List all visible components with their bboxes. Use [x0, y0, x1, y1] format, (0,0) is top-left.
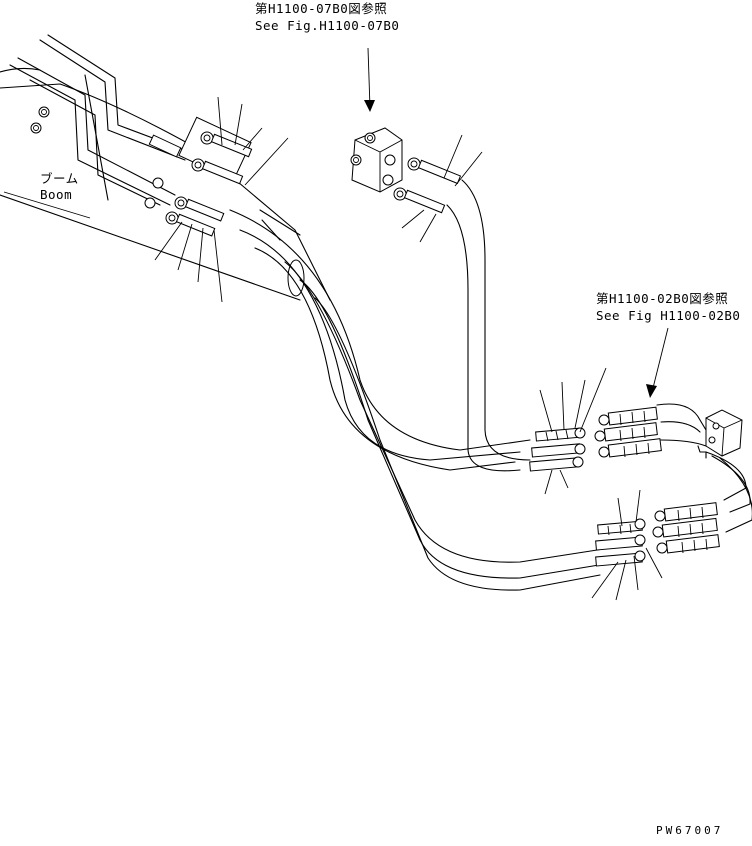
boom-fitting-3 — [174, 196, 225, 222]
right-upper-leaders — [539, 367, 607, 495]
right-ref-jp: 第H1100-02B0図参照 — [596, 291, 729, 306]
right-upper-couplers — [594, 406, 662, 458]
boom-label-en: Boom — [40, 187, 73, 202]
boom-leader — [3, 191, 91, 219]
right-ref-arrowhead — [646, 384, 657, 398]
boom-fitting-group — [144, 116, 253, 237]
right-valve-block — [656, 403, 752, 533]
boom-bolt-2 — [30, 122, 42, 134]
top-fitting-1 — [407, 157, 462, 185]
hose-runs — [229, 179, 611, 591]
boom-bolt-1 — [38, 106, 50, 118]
boom-fitting-2 — [191, 158, 244, 185]
top-leader-lines — [401, 134, 483, 243]
top-ref-jp: 第H1100-07B0図参照 — [255, 1, 388, 16]
right-ref-arrow — [651, 327, 669, 393]
boom-fitting-5 — [144, 134, 182, 209]
top-ref-arrow — [367, 47, 371, 109]
right-ref-en: See Fig H1100-02B0 — [596, 308, 741, 323]
top-fitting-2 — [393, 187, 446, 214]
top-valve-block — [350, 127, 403, 193]
top-ref-arrowhead — [364, 100, 375, 112]
boom-label-jp: ブーム — [40, 171, 79, 186]
boom-fitting-4 — [165, 211, 216, 237]
right-lower-leaders — [591, 489, 663, 601]
boom-structure — [0, 34, 331, 301]
right-upper-group — [529, 427, 586, 472]
right-lower-group — [595, 518, 646, 567]
right-lower-couplers — [652, 502, 720, 554]
top-ref-en: See Fig.H1100-07B0 — [255, 18, 400, 33]
boom-leader-lines — [154, 96, 289, 303]
drawing-number: PW67007 — [656, 824, 724, 837]
